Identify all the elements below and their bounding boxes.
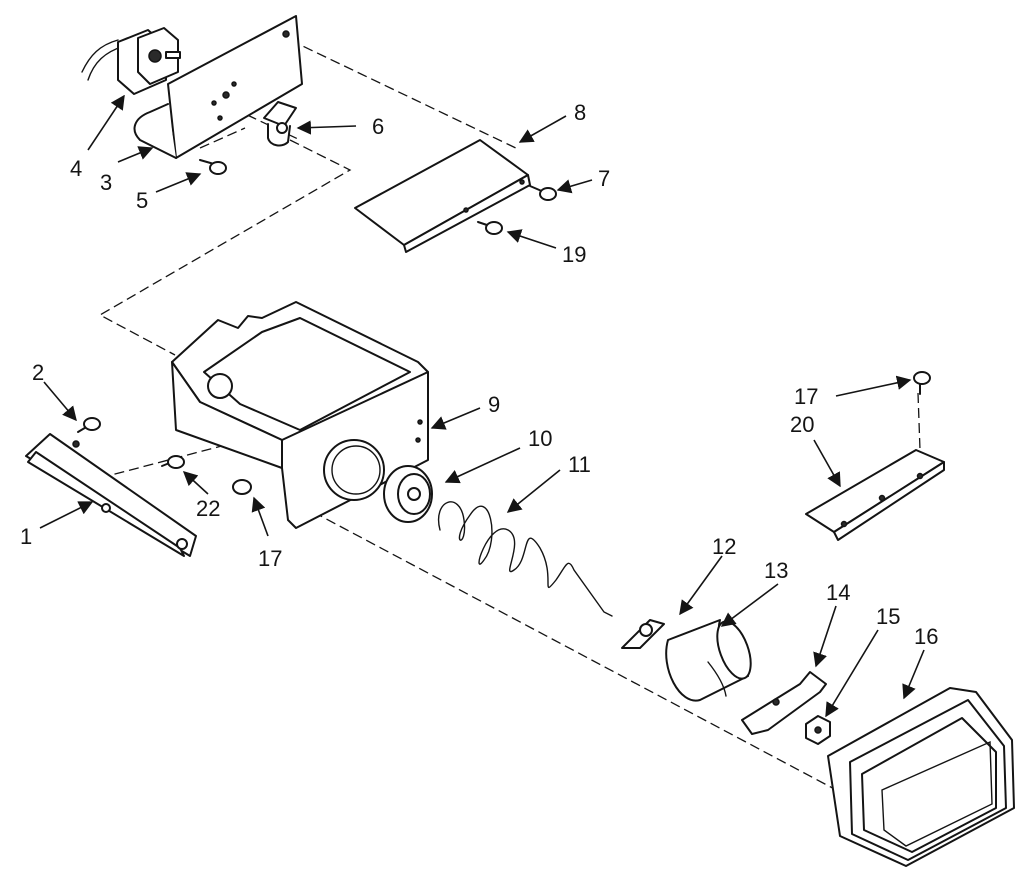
bearing-part-10 (383, 465, 433, 523)
blade-part-12 (621, 619, 665, 649)
callout-8: 8 (574, 100, 586, 125)
assembly-dashed-lines (98, 39, 921, 793)
screw-part-17-left (232, 479, 252, 495)
motor-part-4 (81, 27, 181, 95)
callout-15: 15 (876, 604, 900, 629)
auger-spring-part-11 (437, 501, 613, 617)
callout-3: 3 (100, 170, 112, 195)
callout-5: 5 (136, 188, 148, 213)
screw-part-7 (529, 185, 557, 201)
screw-part-5 (199, 159, 227, 175)
callout-2: 2 (32, 360, 44, 385)
callout-14: 14 (826, 580, 850, 605)
callout-13: 13 (764, 558, 788, 583)
housing-part-9 (171, 301, 429, 529)
rail-part-1 (25, 433, 197, 557)
callout-19: 19 (562, 242, 586, 267)
callout-labels: 4 3 5 6 8 7 19 9 10 11 2 1 22 17 12 13 1… (20, 100, 938, 649)
front-cover-part-16 (827, 687, 1015, 867)
callout-9: 9 (488, 392, 500, 417)
cover-plate-part-8 (354, 139, 531, 253)
callout-17-left: 17 (258, 546, 282, 571)
nut-part-15 (805, 715, 831, 745)
callout-7: 7 (598, 166, 610, 191)
screw-part-17-right (913, 371, 931, 395)
callout-22: 22 (196, 496, 220, 521)
plate-part-20 (805, 449, 945, 541)
screw-part-19 (477, 221, 503, 235)
bracket-part-3 (133, 15, 303, 159)
bracket-part-14 (741, 671, 827, 735)
callout-16: 16 (914, 624, 938, 649)
callout-12: 12 (712, 534, 736, 559)
callout-10: 10 (528, 426, 552, 451)
screw-part-2 (77, 417, 101, 433)
drum-part-13 (665, 619, 752, 702)
callout-1: 1 (20, 524, 32, 549)
clip-part-6 (263, 101, 297, 147)
callout-4: 4 (70, 156, 82, 181)
leader-arrows (39, 94, 925, 718)
screw-part-22 (161, 455, 185, 469)
callout-11: 11 (568, 452, 591, 477)
callout-6: 6 (372, 114, 384, 139)
callout-20: 20 (790, 412, 814, 437)
callout-17-right: 17 (794, 384, 818, 409)
